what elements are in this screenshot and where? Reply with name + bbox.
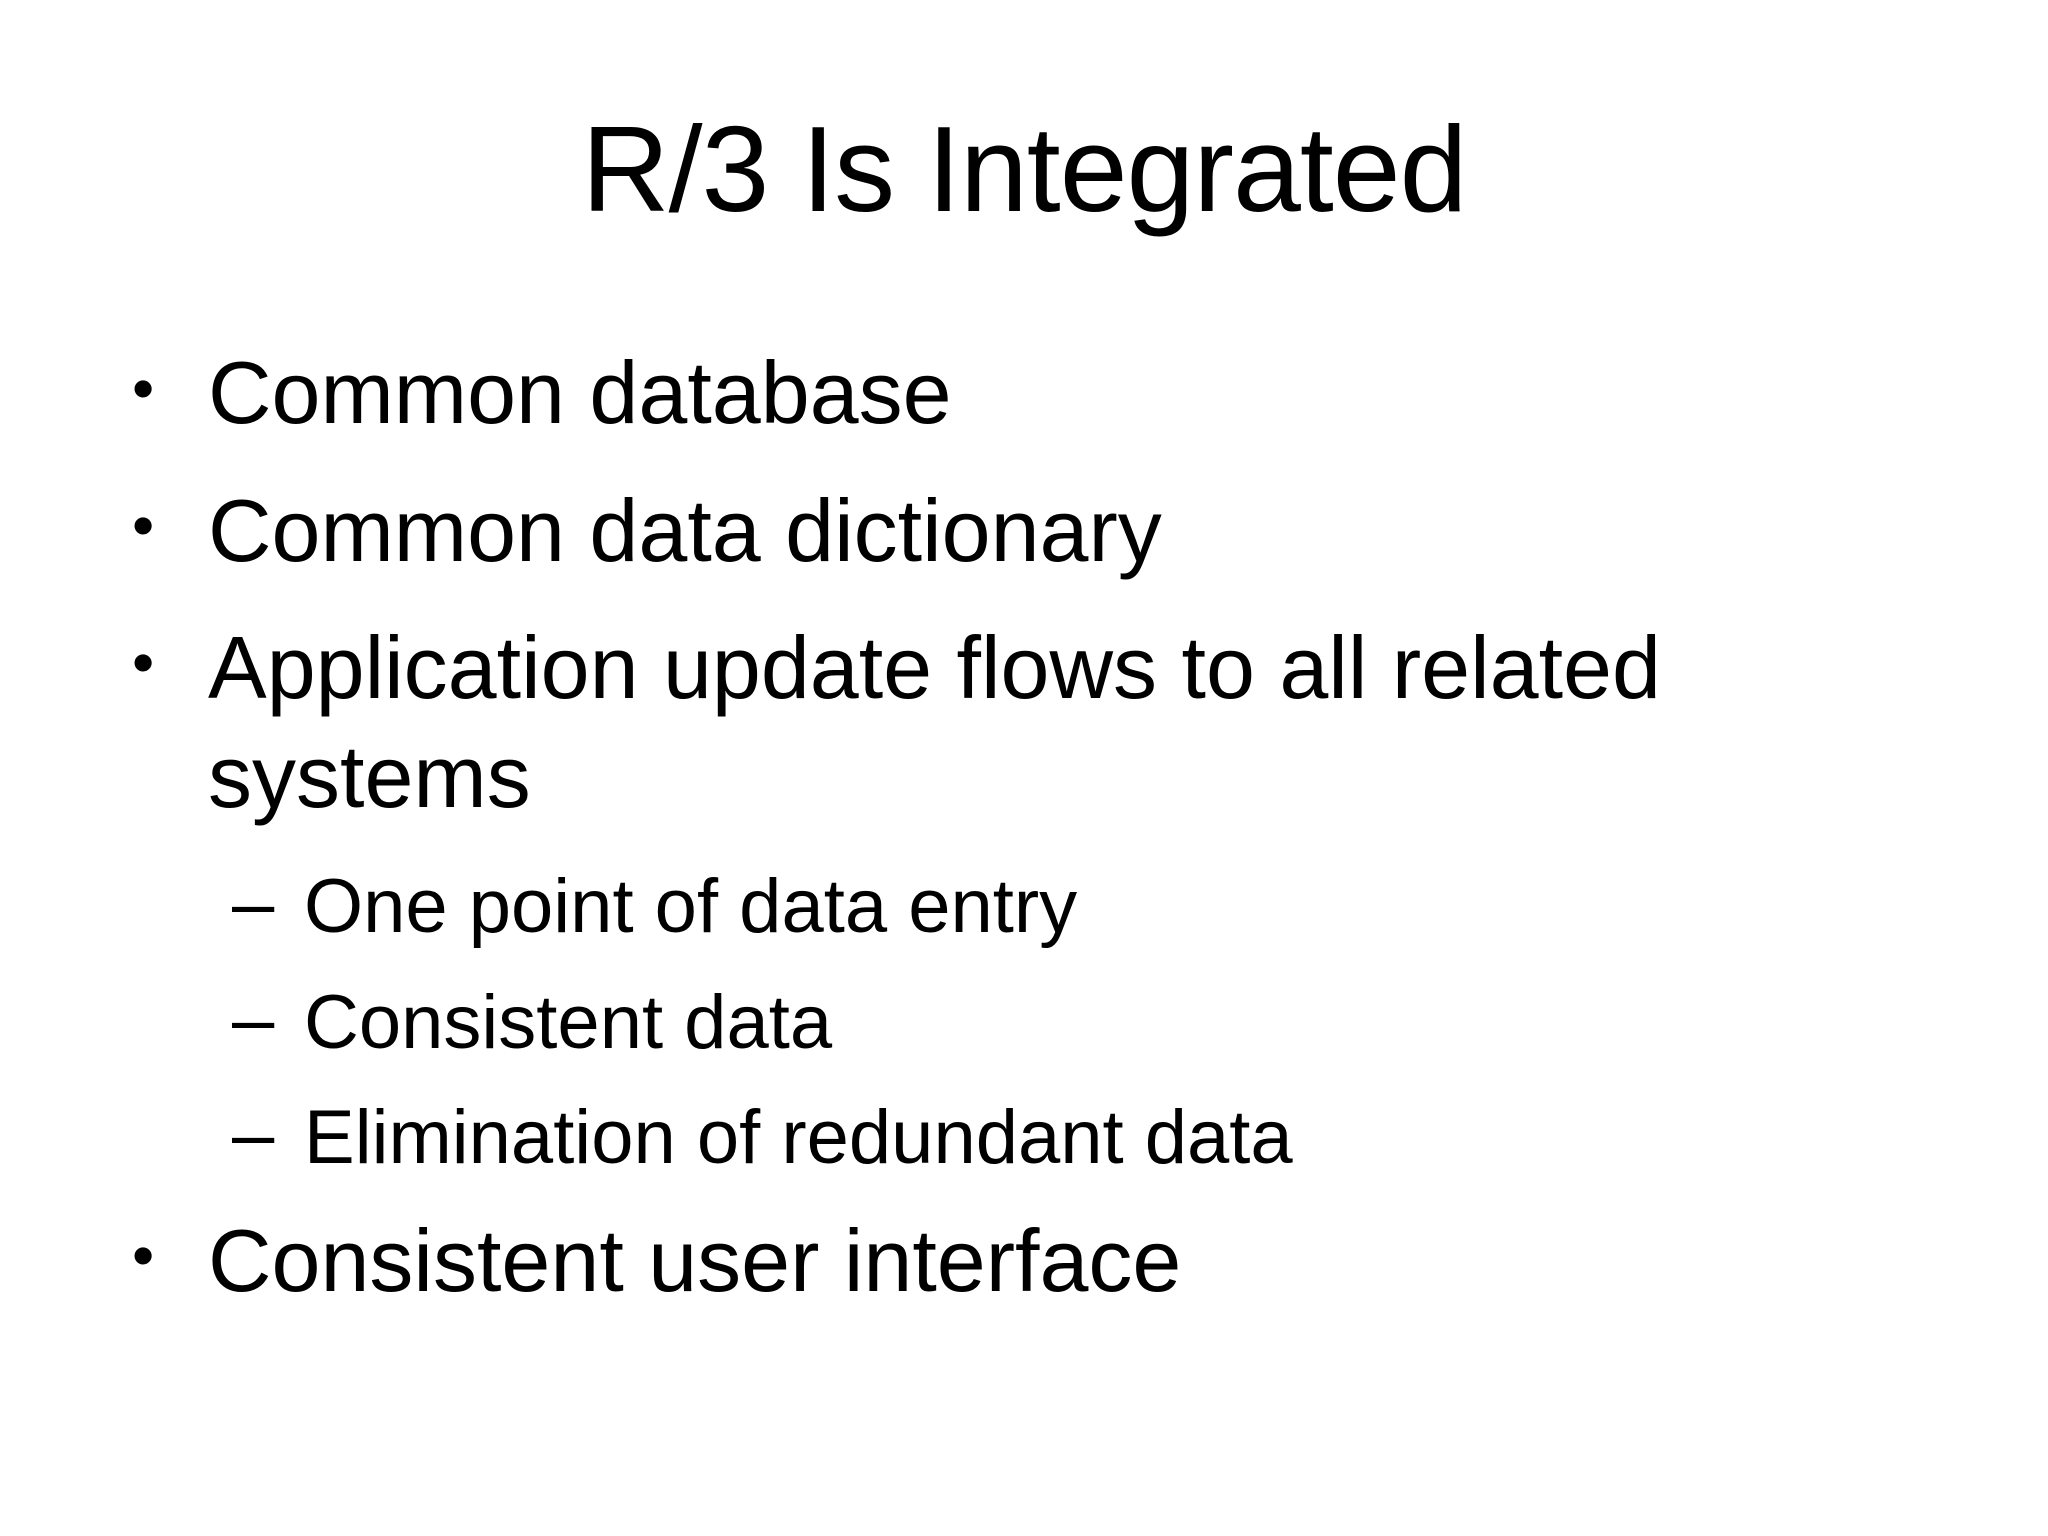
bullet-text: Application update flows to all related … <box>208 617 1661 826</box>
bullet-item: • Common data dictionary <box>132 476 1662 585</box>
bullet-item: • Consistent user interface <box>132 1206 1662 1315</box>
sub-bullet-item: –One point of data entry <box>232 859 1662 955</box>
dash-icon: – <box>232 976 275 1062</box>
bullet-text: One point of data entry <box>304 863 1078 949</box>
bullet-text: Common data dictionary <box>208 480 1162 580</box>
slide-title: R/3 Is Integrated <box>581 101 1468 237</box>
bullet-dot-icon: • <box>132 628 155 698</box>
bullet-text: Consistent data <box>304 979 833 1065</box>
bullet-item: • Application update flows to all related… <box>132 613 1662 831</box>
dash-icon: – <box>232 1092 275 1178</box>
bullet-dot-icon: • <box>132 353 155 424</box>
bullet-dot-icon: • <box>132 490 155 561</box>
bullet-text: Common database <box>208 343 952 443</box>
bullet-text: Elimination of redundant data <box>304 1095 1293 1181</box>
sub-bullet-item: –Consistent data <box>232 975 1662 1071</box>
sub-bullet-item: –Elimination of redundant data <box>232 1090 1662 1186</box>
bullet-dot-icon: • <box>132 1221 155 1292</box>
bullet-text: Consistent user interface <box>208 1211 1182 1311</box>
bullet-item: • Common database <box>132 338 1662 447</box>
dash-icon: – <box>232 860 275 946</box>
bullet-list: •Common database•Common data dictionary•… <box>0 338 2048 1315</box>
